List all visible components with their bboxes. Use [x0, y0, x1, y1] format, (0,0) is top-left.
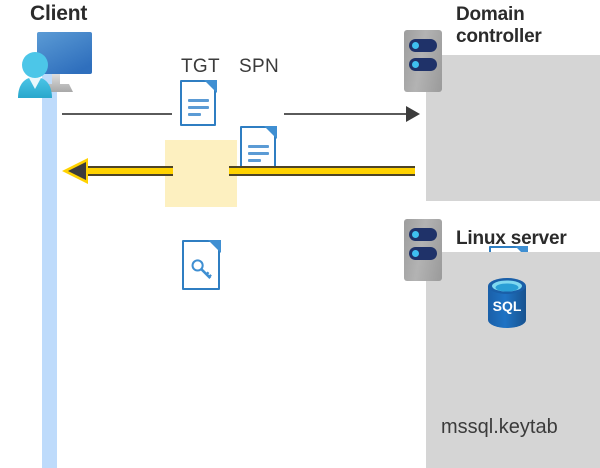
key-glyph-icon	[191, 259, 212, 280]
domain-controller-label-line1: Domain	[456, 4, 525, 25]
sql-database-icon: SQL	[486, 277, 528, 329]
key-document-icon	[182, 239, 221, 290]
sql-database-text: SQL	[493, 298, 522, 314]
request-line-right	[284, 113, 412, 115]
response-band-right	[229, 166, 415, 176]
linux-server-icon	[404, 219, 442, 281]
domain-controller-label: Domain controller	[456, 4, 576, 49]
request-arrowhead-icon	[406, 106, 420, 122]
response-band-left	[85, 166, 173, 176]
ticket-highlight-box	[165, 140, 237, 207]
linux-server-label: Linux server	[456, 228, 567, 249]
domain-controller-label-line2: controller	[456, 26, 542, 48]
tgt-document-icon	[180, 79, 217, 126]
client-label: Client	[30, 2, 88, 25]
keytab-caption: mssql.keytab	[441, 416, 558, 438]
domain-controller-server-icon	[404, 30, 442, 92]
response-arrowhead-icon	[68, 162, 86, 180]
client-lifeline	[42, 72, 57, 468]
domain-controller-panel	[426, 55, 600, 201]
spn-tag: SPN	[239, 56, 279, 77]
request-line-left	[62, 113, 172, 115]
user-workstation-icon	[8, 28, 94, 102]
tgt-tag: TGT	[181, 56, 220, 77]
